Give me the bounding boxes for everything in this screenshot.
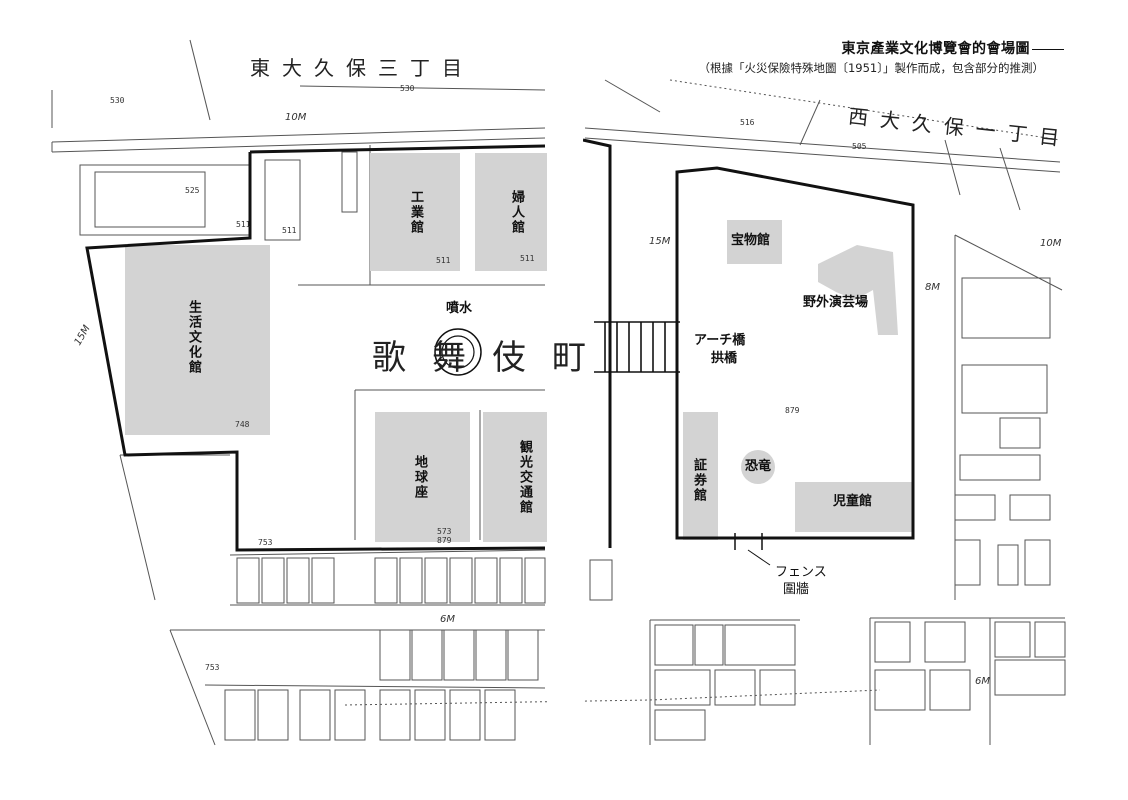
lot-number: 511 [236,220,251,229]
label-fence-zh: 圍牆 [783,582,810,597]
jido-block [795,482,913,532]
lot-number: 879 [785,406,800,415]
lot-number: 748 [235,420,250,429]
label-arch-jp: アーチ橋 [694,333,746,348]
kanko-block [483,412,547,542]
label-fence-jp: フェンス [775,565,827,580]
fujin-block [475,153,547,271]
road-width: 15M [649,236,671,247]
arch-bridge [594,321,680,373]
yagai-block [818,245,898,335]
shoken-block [683,412,718,540]
label-seikatsu: 生活文化館 [186,300,201,375]
homotsu-block [727,220,782,264]
label-jido: 児童館 [833,494,873,509]
label-kanko: 観光交通館 [517,440,532,515]
road-width: 6M [975,676,990,687]
map-title: 東京產業文化博覽會的會場圖 [842,38,1065,58]
road-width: 8M [925,282,940,293]
lot-number: 511 [282,226,297,235]
lot-number: 753 [258,538,273,547]
label-fujin: 婦人館 [509,190,524,235]
fountain-rings [434,328,482,376]
chikyu-block [375,412,470,542]
road-width: 10M [285,112,307,123]
label-homotsu: 宝物館 [731,233,771,248]
kogyo-block [370,153,460,271]
lot-number: 753 [205,663,220,672]
label-yagai: 野外演芸場 [803,295,869,310]
label-shoken: 証券館 [691,458,706,503]
kyoryu-block [741,450,775,484]
lot-number: 573 [437,527,452,536]
lot-number: 511 [520,254,535,263]
seikatsu-block [125,245,270,435]
map-subtitle: （根據「火災保險特殊地圖〔1951〕」製作而成，包含部分的推測） [698,61,1044,75]
lot-number: 511 [436,256,451,265]
label-kogyo: 工業館 [408,190,423,235]
road-width: 6M [440,614,455,625]
site-boundary [85,138,915,552]
street-kabukicho: 歌舞伎町 [372,338,612,378]
road-width: 10M [1040,238,1062,249]
lot-number: 505 [852,142,867,151]
pavilion-blocks [125,153,913,542]
label-funsui: 噴水 [446,301,473,316]
lot-number: 525 [185,186,200,195]
label-arch-zh: 拱橋 [711,351,738,366]
label-kyoryu: 恐竜 [745,459,772,474]
fence-ticks [734,533,771,566]
lot-number: 516 [740,118,755,127]
lot-number: 530 [400,84,415,93]
label-chikyu: 地球座 [412,455,427,500]
street-higashi-okubo: 東大久保三丁目 [250,56,474,80]
lot-number: 530 [110,96,125,105]
lot-number: 879 [437,536,452,545]
page-gutter [547,0,583,800]
